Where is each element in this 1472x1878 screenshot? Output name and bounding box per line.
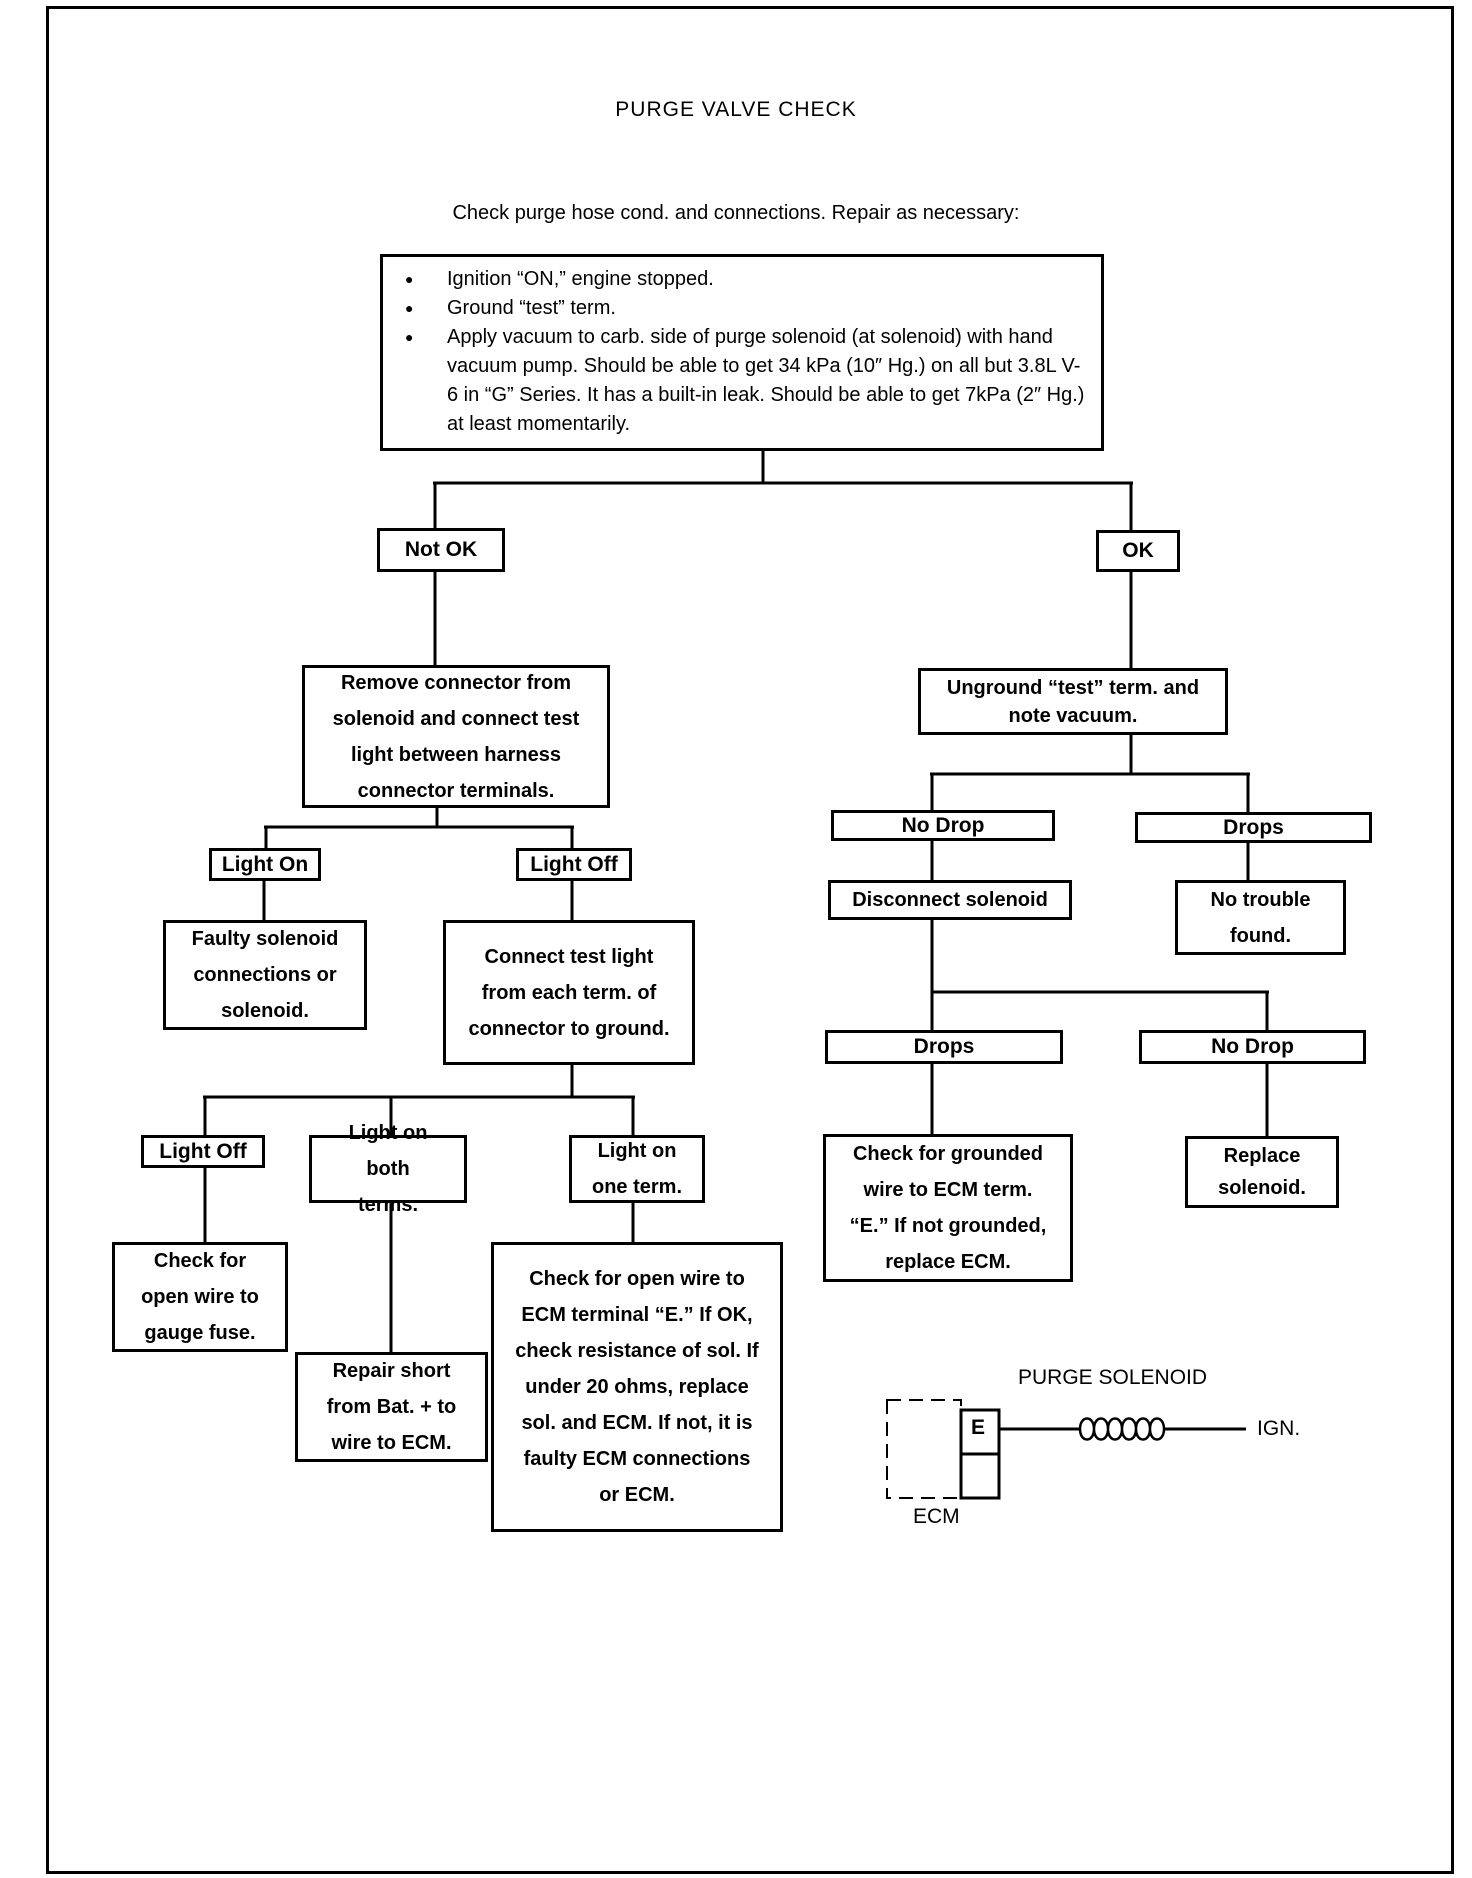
disconnect-solenoid-node: Disconnect solenoid xyxy=(828,880,1072,920)
no-drop-node-2: No Drop xyxy=(1139,1030,1366,1064)
no-drop-node: No Drop xyxy=(831,810,1055,841)
unground-test-node: Unground “test” term. and note vacuum. xyxy=(918,668,1228,735)
initial-test-box: Ignition “ON,” engine stopped. Ground “t… xyxy=(380,254,1104,451)
ecm-label: ECM xyxy=(913,1505,960,1528)
light-off-node-2: Light Off xyxy=(141,1135,265,1168)
drops-node: Drops xyxy=(1135,812,1372,843)
no-trouble-node: No trouble found. xyxy=(1175,880,1346,955)
ign-label: IGN. xyxy=(1257,1417,1301,1440)
instruction-text: Check purge hose cond. and connections. … xyxy=(452,202,1020,224)
remove-connector-node: Remove connector from solenoid and conne… xyxy=(302,665,610,808)
light-on-both-node: Light on both terms. xyxy=(309,1122,467,1216)
repair-short-node: Repair short from Bat. + to wire to ECM. xyxy=(295,1352,488,1462)
check-open-ecm-node: Check for open wire to ECM terminal “E.”… xyxy=(491,1242,783,1532)
light-off-node: Light Off xyxy=(516,848,632,881)
purge-solenoid-title: PURGE SOLENOID xyxy=(1018,1366,1208,1389)
light-on-node: Light On xyxy=(209,848,321,881)
page-border xyxy=(46,6,1454,1874)
drops-node-2: Drops xyxy=(825,1030,1063,1064)
step-item: Ignition “ON,” engine stopped. xyxy=(395,265,1091,294)
ecm-dashed-box xyxy=(886,1399,962,1499)
ok-node: OK xyxy=(1096,530,1180,572)
check-open-fuse-node: Check for open wire to gauge fuse. xyxy=(112,1242,288,1352)
step-item: Ground “test” term. xyxy=(395,294,1091,323)
step-item: Apply vacuum to carb. side of purge sole… xyxy=(395,323,1091,439)
faulty-solenoid-node: Faulty solenoid connections or solenoid. xyxy=(163,920,367,1030)
solenoid-coil-icon xyxy=(1078,1417,1166,1441)
not-ok-node: Not OK xyxy=(377,528,505,572)
check-grounded-node: Check for grounded wire to ECM term. “E.… xyxy=(823,1134,1073,1282)
light-on-one-node: Light on one term. xyxy=(569,1135,705,1203)
replace-solenoid-node: Replace solenoid. xyxy=(1185,1136,1339,1208)
ecm-terminal-label: E xyxy=(971,1416,986,1439)
page-title: PURGE VALVE CHECK xyxy=(615,98,857,121)
connect-test-light-node: Connect test light from each term. of co… xyxy=(443,920,695,1065)
